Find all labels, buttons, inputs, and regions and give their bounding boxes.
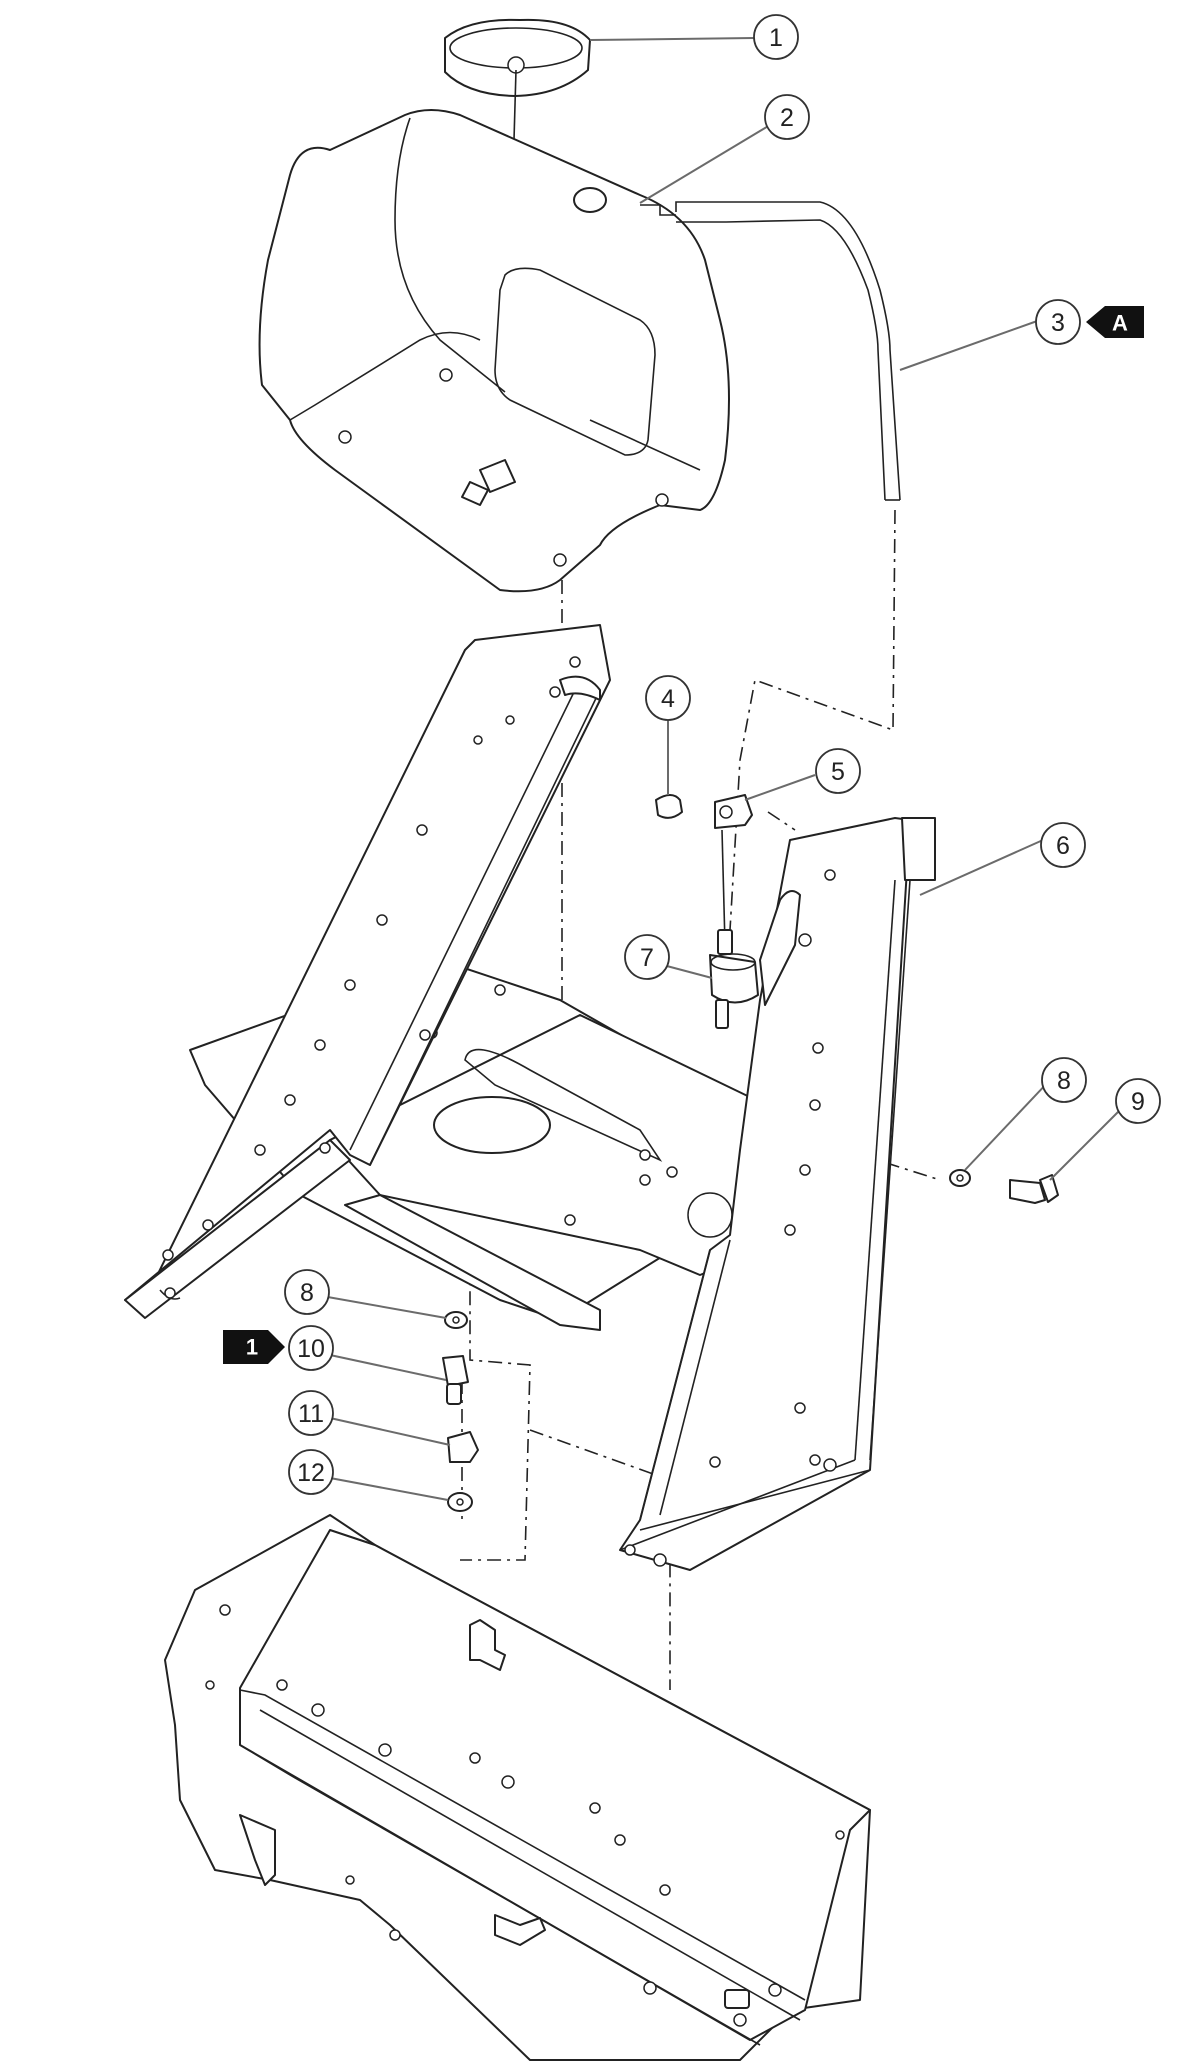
callout-1-label: 1 bbox=[769, 24, 783, 52]
callout-4-label: 4 bbox=[661, 685, 675, 713]
callout-6-label: 6 bbox=[1056, 832, 1070, 860]
callout-2-label: 2 bbox=[780, 104, 794, 132]
callout-12: 12 bbox=[288, 1449, 334, 1495]
callout-3-label: 3 bbox=[1051, 309, 1065, 337]
callout-7-label: 7 bbox=[640, 944, 654, 972]
callout-5-label: 5 bbox=[831, 758, 845, 786]
fuel-tank bbox=[258, 109, 730, 593]
callout-4: 4 bbox=[645, 675, 691, 721]
callout-12-label: 12 bbox=[297, 1459, 325, 1487]
callout-3: 3 bbox=[1035, 299, 1081, 345]
hardware bbox=[442, 794, 1059, 1512]
callout-11: 11 bbox=[288, 1390, 334, 1436]
callout-9-label: 9 bbox=[1131, 1088, 1145, 1116]
callout-8-right-label: 8 bbox=[1057, 1067, 1071, 1095]
tag-1: 1 bbox=[223, 1330, 285, 1364]
callout-9: 9 bbox=[1115, 1078, 1161, 1124]
callout-8-right: 8 bbox=[1041, 1057, 1087, 1103]
mounting-frame bbox=[124, 624, 936, 1571]
callout-8-left: 8 bbox=[284, 1269, 330, 1315]
fuel-line bbox=[640, 201, 901, 501]
lower-chassis bbox=[164, 1514, 871, 2061]
callout-11-label: 11 bbox=[298, 1400, 324, 1428]
callout-2: 2 bbox=[764, 94, 810, 140]
leader-lines bbox=[321, 37, 1121, 1501]
callout-10-label: 10 bbox=[297, 1335, 325, 1363]
tag-a: A bbox=[1086, 306, 1144, 338]
callout-6: 6 bbox=[1040, 822, 1086, 868]
callout-7: 7 bbox=[624, 934, 670, 980]
tag-1-label: 1 bbox=[246, 1335, 258, 1360]
callout-5: 5 bbox=[815, 748, 861, 794]
tag-a-label: A bbox=[1112, 311, 1128, 336]
callout-8-left-label: 8 bbox=[300, 1279, 314, 1307]
callout-1: 1 bbox=[753, 14, 799, 60]
fuel-cap bbox=[444, 18, 591, 141]
callout-10: 10 bbox=[288, 1325, 334, 1371]
